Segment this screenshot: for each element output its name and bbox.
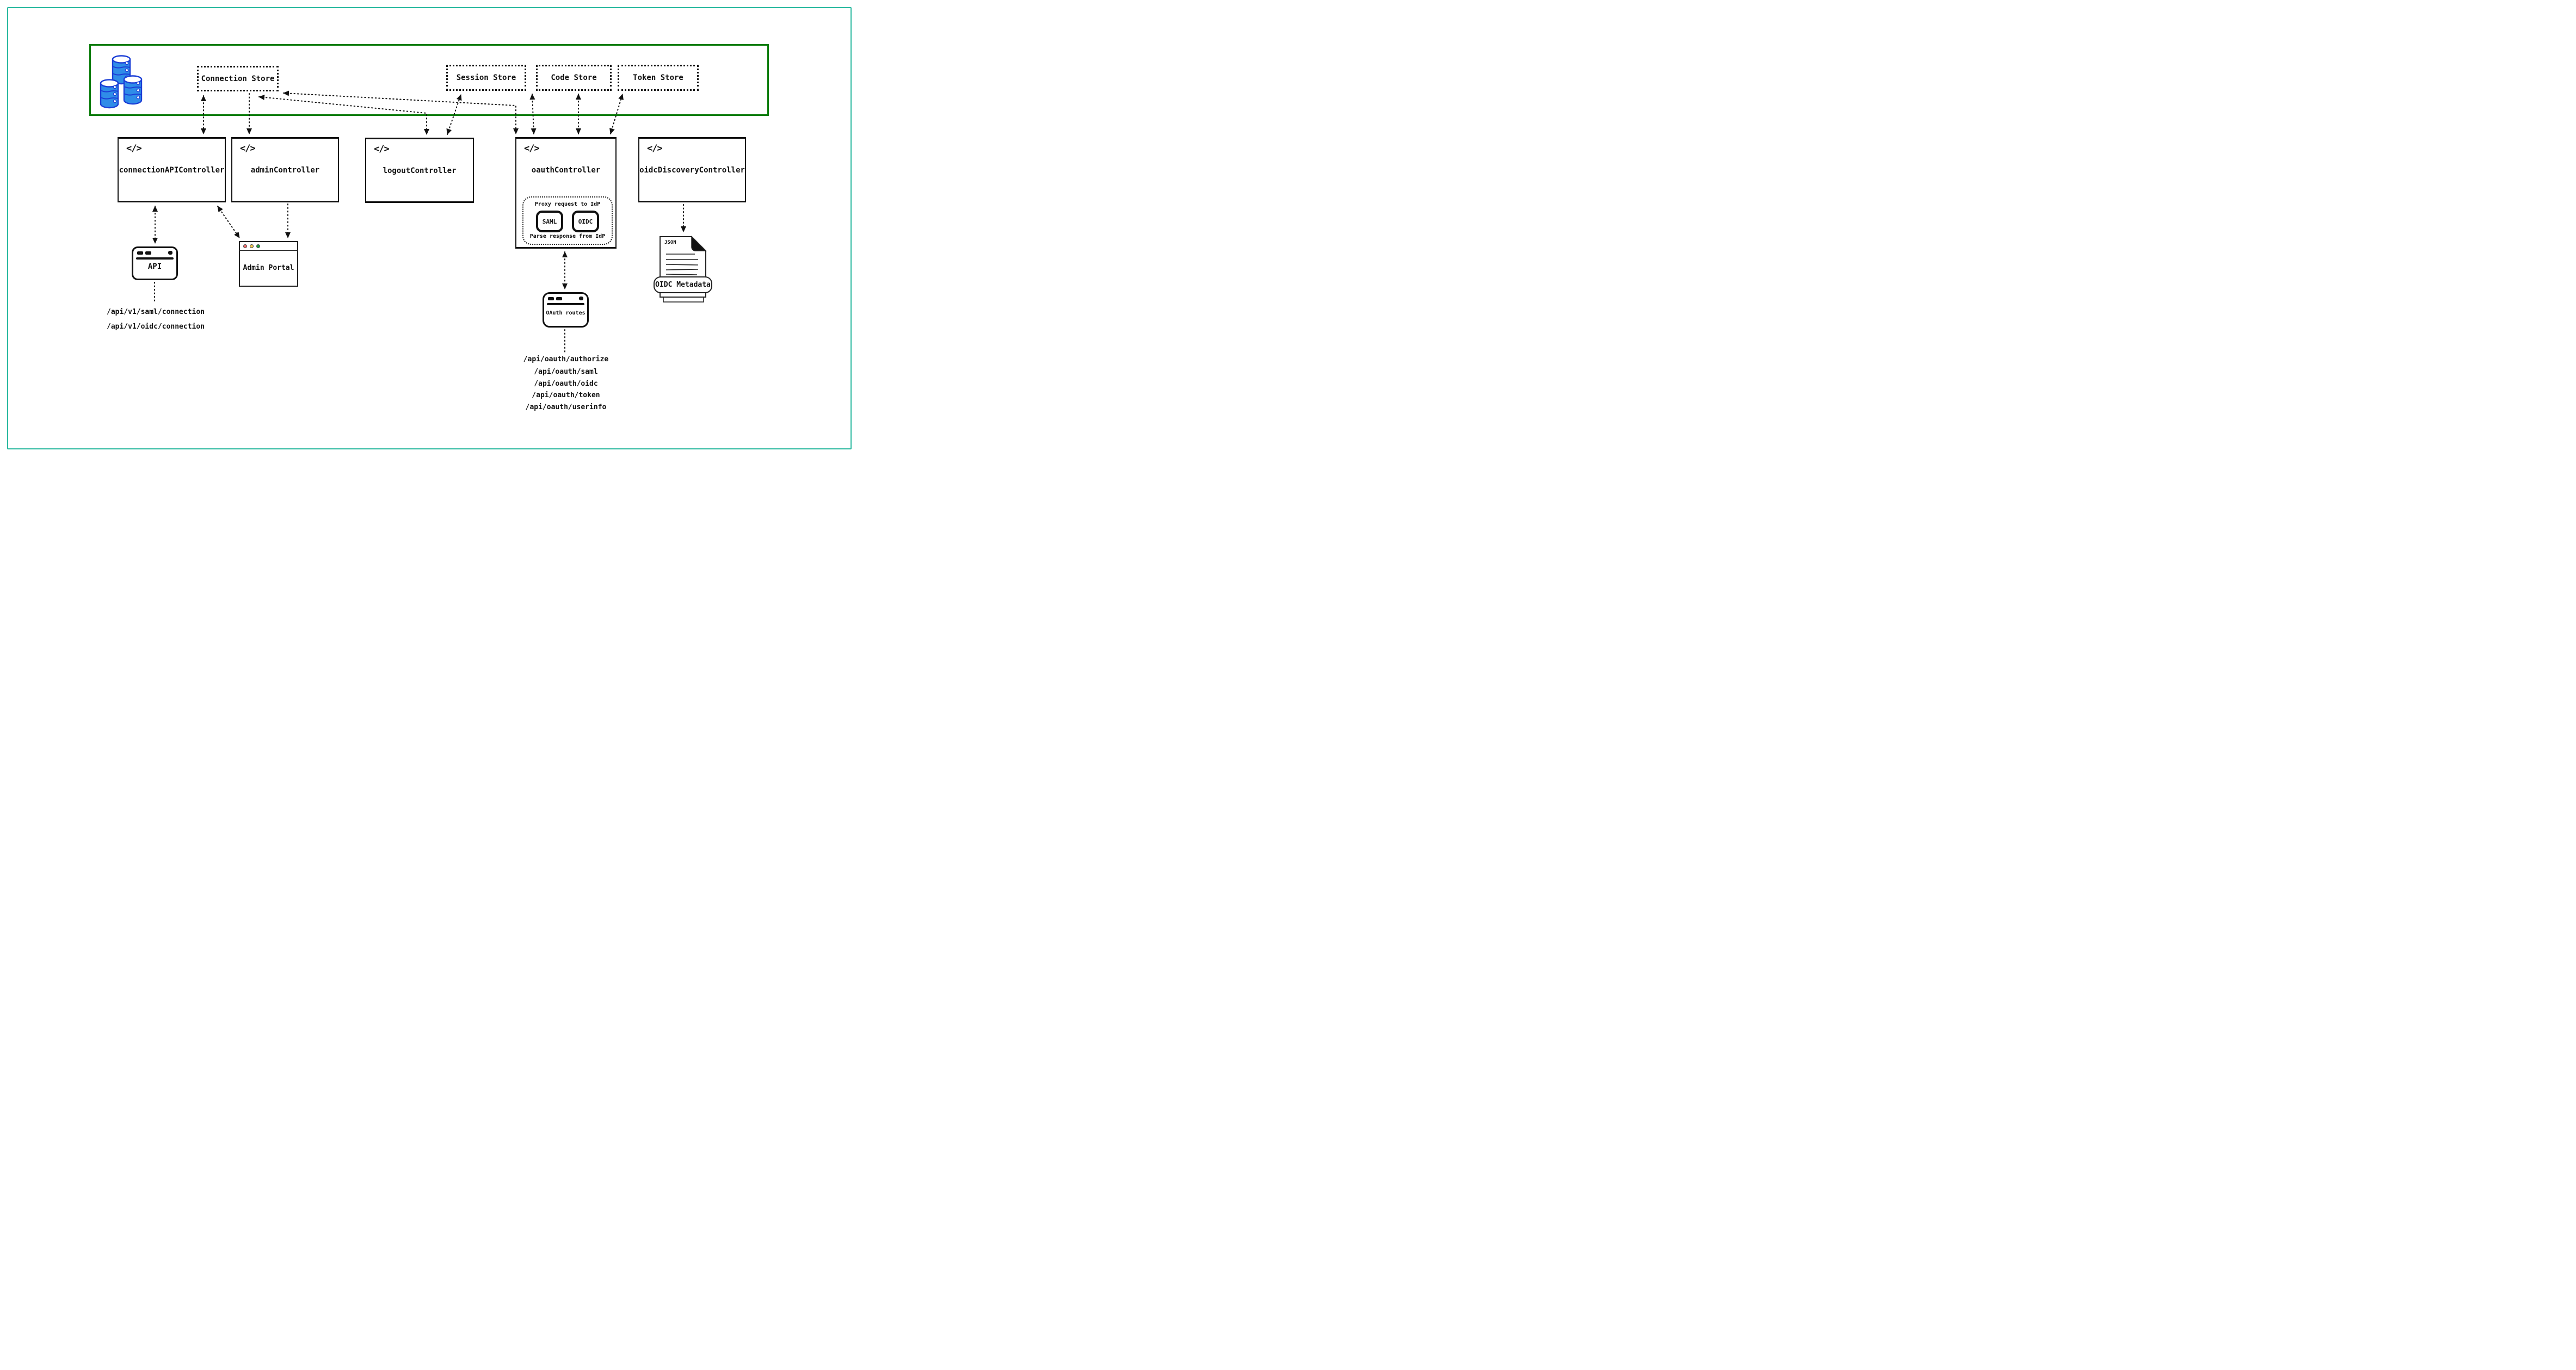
controller-label: connectionAPIController: [119, 166, 225, 175]
logout-controller-box: </> logoutController: [365, 138, 474, 203]
oauth-route: /api/oauth/userinfo: [525, 403, 607, 411]
oauth-route: /api/oauth/token: [532, 391, 600, 399]
code-icon: </>: [240, 143, 256, 154]
oauth-window-title: OAuth routes: [546, 310, 586, 316]
canvas-frame: [7, 7, 852, 449]
api-browser-icon: API: [132, 246, 178, 280]
code-store-label: Code Store: [551, 73, 597, 82]
session-store-label: Session Store: [456, 73, 516, 82]
controller-label: oidcDiscoveryController: [639, 166, 745, 175]
admin-portal-titlebar: [240, 242, 297, 251]
close-traffic-light: [243, 244, 247, 248]
protocol-row: SAML OIDC: [523, 211, 612, 232]
controller-label: adminController: [250, 166, 320, 175]
idp-proxy-box: Proxy request to IdP SAML OIDC Parse res…: [522, 196, 613, 245]
oidc-discovery-controller-box: </> oidcDiscoveryController: [638, 137, 746, 202]
code-icon: </>: [374, 144, 390, 155]
zoom-traffic-light: [256, 244, 260, 248]
controller-label: logoutController: [383, 166, 457, 175]
oidc-protocol-box: OIDC: [572, 211, 599, 232]
architecture-diagram: Connection Store Session Store Code Stor…: [0, 0, 859, 456]
api-window-title: API: [147, 262, 162, 271]
window-control-square: [168, 251, 172, 255]
json-filetype-label: JSON: [664, 240, 676, 245]
session-store-box: Session Store: [446, 65, 526, 91]
connection-store-box: Connection Store: [197, 66, 279, 91]
code-icon: </>: [126, 143, 142, 154]
window-control-square: [145, 251, 151, 255]
api-route: /api/v1/saml/connection: [106, 308, 205, 316]
controller-label: oauthController: [531, 166, 601, 175]
token-store-box: Token Store: [618, 65, 699, 91]
admin-controller-box: </> adminController: [231, 137, 339, 202]
window-control-square: [548, 297, 554, 300]
window-control-square: [579, 297, 583, 300]
saml-protocol-box: SAML: [536, 211, 563, 232]
connection-api-controller-box: </> connectionAPIController: [118, 137, 226, 202]
api-route: /api/v1/oidc/connection: [106, 323, 205, 331]
oauth-controller-box: </> oauthController Proxy request to IdP…: [515, 137, 617, 249]
code-store-box: Code Store: [536, 65, 612, 91]
parse-response-label: Parse response from IdP: [529, 233, 606, 239]
token-store-label: Token Store: [633, 73, 683, 82]
oauth-route: /api/oauth/oidc: [534, 380, 598, 388]
admin-portal-title: Admin Portal: [243, 264, 294, 272]
window-toolbar-line: [547, 303, 584, 305]
code-icon: </>: [647, 143, 663, 154]
oauth-route: /api/oauth/authorize: [523, 355, 609, 363]
window-control-square: [556, 297, 562, 300]
window-toolbar-line: [136, 257, 174, 260]
oauth-route: /api/oauth/saml: [534, 368, 598, 376]
oauth-routes-browser-icon: OAuth routes: [543, 292, 589, 328]
minimize-traffic-light: [250, 244, 254, 248]
admin-portal-window: Admin Portal: [239, 241, 298, 287]
json-document-icon: JSON OIDC Metadata: [654, 236, 719, 305]
connection-store-label: Connection Store: [201, 74, 275, 83]
code-icon: </>: [524, 143, 540, 154]
oidc-metadata-badge: OIDC Metadata: [654, 276, 712, 293]
proxy-request-label: Proxy request to IdP: [534, 201, 601, 207]
window-control-square: [137, 251, 143, 255]
document-shape: [660, 236, 707, 303]
